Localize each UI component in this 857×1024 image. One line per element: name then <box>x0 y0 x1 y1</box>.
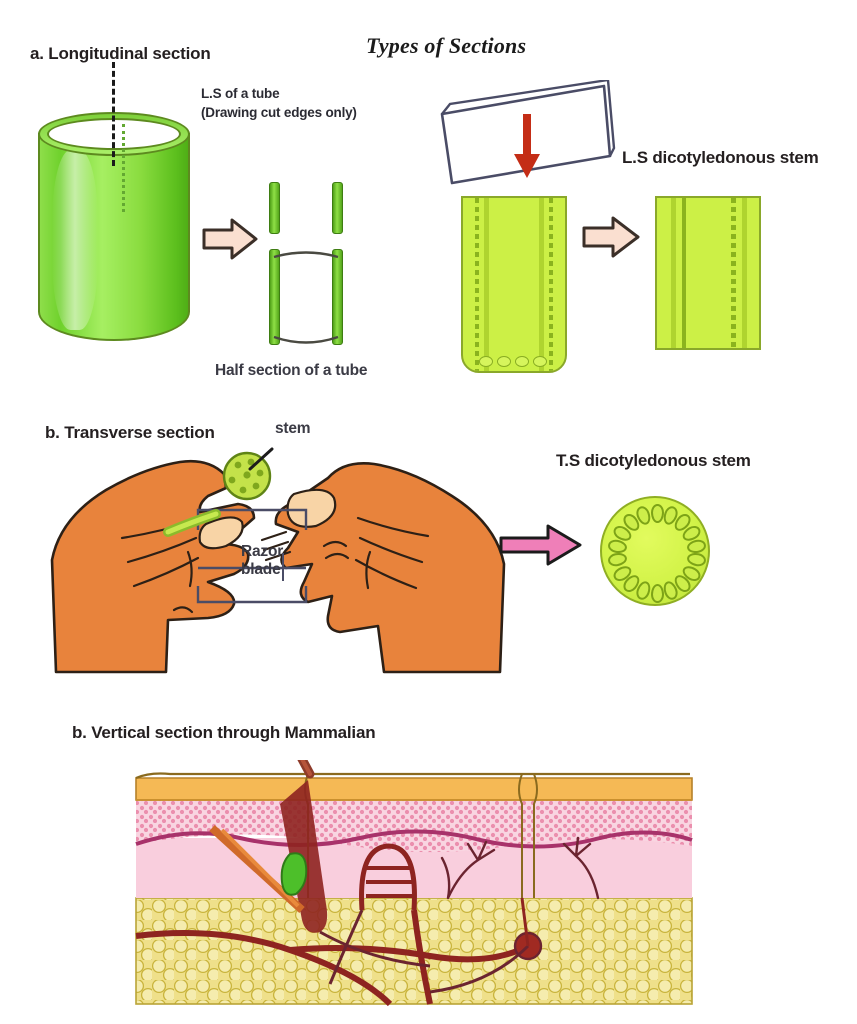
arrow-blade-cut-down <box>512 112 542 185</box>
stem-stripe <box>731 198 736 348</box>
mammalian-skin-section <box>130 713 700 1010</box>
figure-title: Types of Sections <box>366 33 527 58</box>
ts-dicot-stem-figure <box>600 496 710 606</box>
stem-stripe <box>549 198 553 371</box>
stem-stripe <box>539 198 544 371</box>
ts-vascular-bundle <box>650 583 664 603</box>
half-tube-right-wall <box>332 249 343 345</box>
cut-edge-bar-right <box>332 182 343 234</box>
stem-stripe <box>742 198 747 348</box>
arrow-stem-to-ls <box>580 212 642 267</box>
ts-dicot-stem-label: T.S dicotyledonous stem <box>556 451 751 470</box>
stem-tip-cross-section <box>220 447 276 506</box>
stem-label: stem <box>275 420 311 437</box>
stem-stripe <box>475 198 479 371</box>
half-tube-left-wall <box>269 249 280 345</box>
razor-blade-leader <box>278 553 288 588</box>
half-section-caption: Half section of a tube <box>215 362 368 379</box>
panel-b-transverse-heading: b. Transverse section <box>45 423 215 442</box>
stem-bottom-cells <box>473 356 555 368</box>
half-tube-illustration <box>269 249 343 345</box>
ls-of-tube-label: L.S of a tube <box>201 86 280 101</box>
panel-b-mammalian-heading: b. Vertical section through Mammalian <box>72 723 376 742</box>
stem-stripe <box>484 198 489 371</box>
arrow-cylinder-to-cutedges <box>200 214 260 269</box>
razor-blade-label: Razor blade <box>241 543 284 579</box>
ls-of-tube-note: (Drawing cut edges only) <box>201 105 357 120</box>
cut-line-dashed <box>112 62 115 166</box>
ts-vascular-bundle <box>650 503 664 523</box>
stem-stripe <box>671 198 676 348</box>
arrow-hands-to-ts <box>498 521 584 574</box>
panel-a-heading: a. Longitudinal section <box>30 44 211 63</box>
stem-whole-longitudinal <box>461 196 567 373</box>
ls-dicot-stem-label: L.S dicotyledonous stem <box>622 148 819 167</box>
cut-line-faint <box>122 124 125 212</box>
cut-edge-bar-left <box>269 182 280 234</box>
hands-holding-blade <box>48 440 508 675</box>
stem-stripe <box>682 198 686 348</box>
ls-dicot-stem-figure <box>655 196 761 350</box>
